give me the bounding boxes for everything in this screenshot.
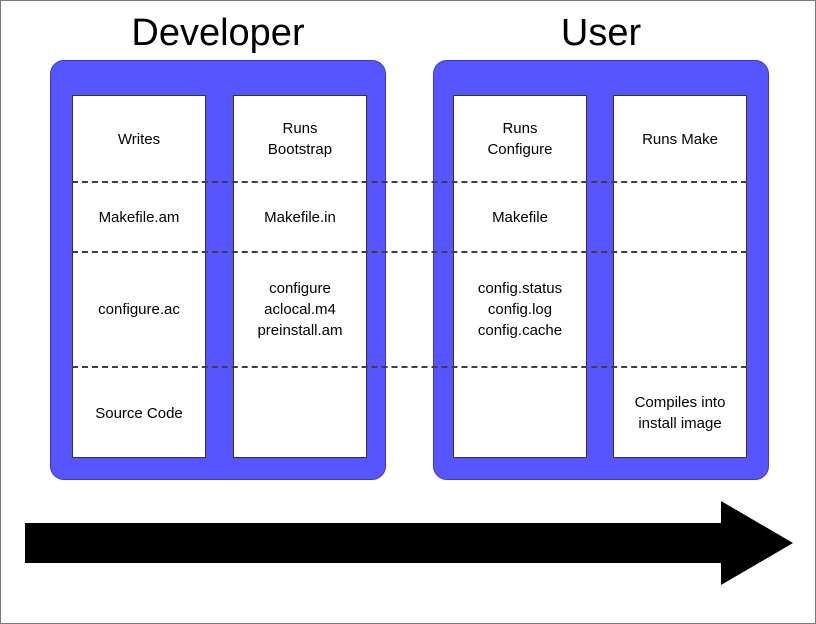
flow-arrow-icon <box>25 501 793 585</box>
cell-bootstrap-generated-files: configure aclocal.m4 preinstall.am <box>257 280 343 339</box>
cell-make-empty-1 <box>614 182 746 252</box>
cell-make-empty-2 <box>614 252 746 367</box>
cell-writes-source-code: Source Code <box>95 404 183 422</box>
cell-configure-action: Runs Configure <box>487 120 553 158</box>
cell-bootstrap-empty <box>234 367 366 459</box>
role-title-user: User <box>560 12 642 54</box>
stage-separator-1 <box>72 181 747 183</box>
column-panel-writes: Writes Makefile.am configure.ac Source C… <box>72 95 206 458</box>
cell-configure-empty <box>454 367 586 459</box>
cell-make-action: Runs Make <box>642 130 718 148</box>
cell-configure-makefile: Makefile <box>492 208 548 226</box>
column-panel-make: Runs Make Compiles into install image <box>613 95 747 458</box>
stage-separator-2 <box>72 251 747 253</box>
cell-bootstrap-action: Runs Bootstrap <box>267 120 333 158</box>
column-panel-configure: Runs Configure Makefile config.status co… <box>453 95 587 458</box>
cell-writes-configure-ac: configure.ac <box>98 301 180 318</box>
cell-bootstrap-makefile-in: Makefile.in <box>264 208 336 226</box>
role-title-developer: Developer <box>131 12 305 54</box>
cell-configure-config-outputs: config.status config.log config.cache <box>477 280 563 339</box>
cell-writes-makefile-am: Makefile.am <box>98 208 180 226</box>
cell-make-install-image: Compiles into install image <box>634 394 726 432</box>
stage-separator-3 <box>72 366 747 368</box>
column-panel-bootstrap: Runs Bootstrap Makefile.in configure acl… <box>233 95 367 458</box>
cell-writes-action: Writes <box>117 130 161 148</box>
